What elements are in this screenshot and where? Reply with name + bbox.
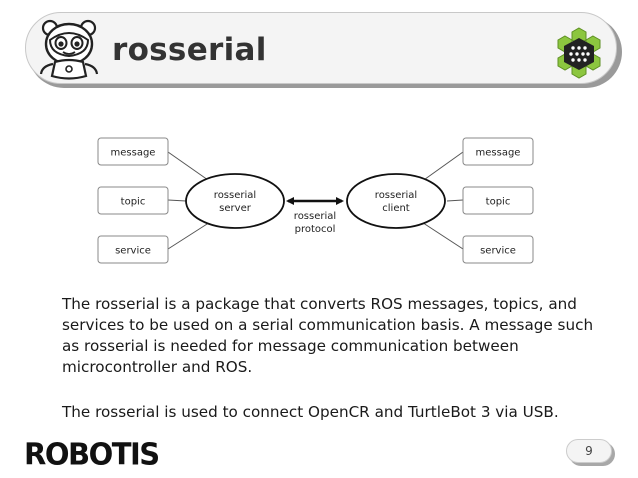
- left-box-service: service: [97, 235, 169, 264]
- left-box-service-label: service: [115, 246, 151, 257]
- server-label-line-1: rosserial: [214, 190, 256, 201]
- page-number: 9: [566, 439, 612, 463]
- body-paragraph-1: The rosserial is a package that converts…: [62, 295, 594, 376]
- protocol-label-line-2: protocol: [295, 224, 336, 235]
- left-box-message: message: [97, 137, 169, 166]
- client-label-line-1: rosserial: [375, 190, 417, 201]
- rosserial-client-node: rosserial client: [346, 173, 446, 229]
- protocol-label-line-1: rosserial: [294, 211, 336, 222]
- left-box-message-label: message: [111, 148, 156, 159]
- page-title: rosserial: [112, 32, 267, 68]
- right-box-service: service: [462, 235, 534, 264]
- client-label-line-2: client: [382, 203, 410, 214]
- right-box-topic: topic: [462, 186, 534, 215]
- right-box-service-label: service: [480, 246, 516, 257]
- header-banner: [25, 12, 617, 84]
- left-box-topic: topic: [97, 186, 169, 215]
- left-box-topic-label: topic: [121, 197, 146, 208]
- right-box-message-label: message: [476, 148, 521, 159]
- hexagon-chip-logo-icon: [557, 27, 601, 79]
- right-box-topic-label: topic: [486, 197, 511, 208]
- rosserial-server-node: rosserial server: [185, 173, 285, 229]
- robot-mascot-icon: [39, 19, 99, 80]
- server-label-line-2: server: [219, 203, 252, 214]
- robotis-brand-logo: ROBOTIS: [24, 436, 160, 472]
- right-box-message: message: [462, 137, 534, 166]
- body-paragraph-2: The rosserial is used to connect OpenCR …: [62, 403, 559, 421]
